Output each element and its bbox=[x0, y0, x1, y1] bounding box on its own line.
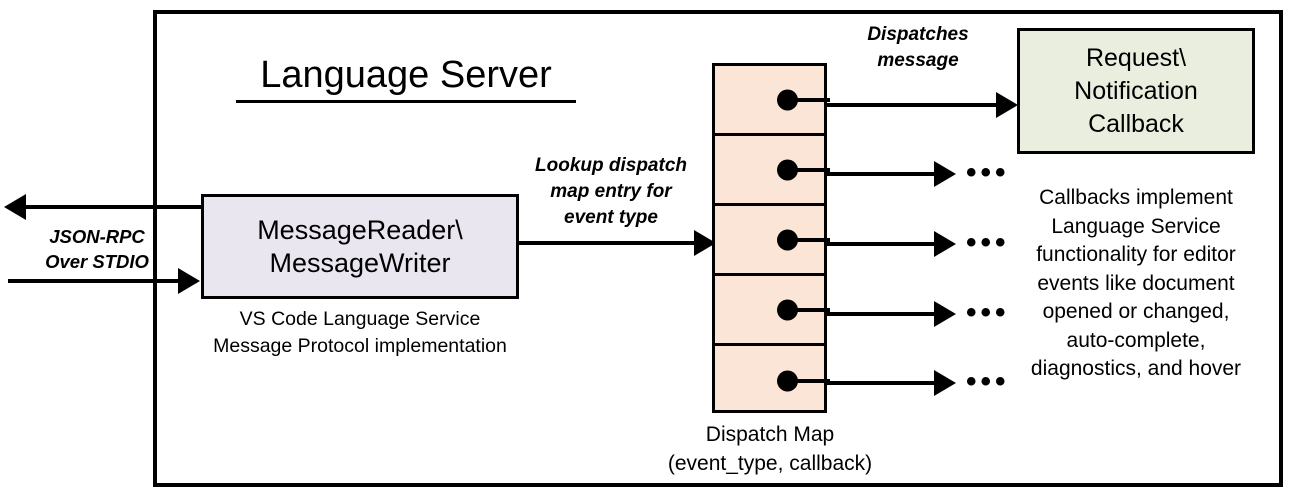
lookup-dispatch-label: Lookup dispatch map entry for event type bbox=[516, 153, 706, 231]
dispatch-map-caption-line1: Dispatch Map bbox=[705, 423, 835, 446]
dispatch-line-3 bbox=[827, 242, 937, 246]
dispatches-label-line2: message bbox=[877, 50, 959, 71]
json-rpc-label-line1: JSON-RPC bbox=[49, 226, 145, 247]
dispatch-arrow-head-4 bbox=[934, 301, 956, 327]
dispatch-map-caption-line2: (event_type, callback) bbox=[667, 452, 873, 475]
callback-caption-line6: auto-complete, bbox=[1066, 328, 1206, 352]
lookup-label-line2: map entry for bbox=[550, 181, 672, 202]
message-box-caption: VS Code Language Service Message Protoco… bbox=[201, 306, 519, 360]
dispatch-map-caption: Dispatch Map (event_type, callback) bbox=[645, 420, 895, 478]
page-title: Language Server bbox=[236, 52, 576, 103]
ellipsis-5: ••• bbox=[966, 365, 1010, 398]
callback-dot-stem bbox=[792, 167, 830, 172]
dispatch-arrow-head-2 bbox=[934, 161, 956, 187]
message-box-line1: MessageReader\ bbox=[257, 214, 463, 245]
dispatch-map-cell[interactable] bbox=[715, 206, 830, 276]
callback-description: Callbacks implement Language Service fun… bbox=[1007, 184, 1265, 384]
dispatch-arrow-head-5 bbox=[934, 370, 956, 396]
dispatch-map-cell[interactable] bbox=[715, 346, 830, 416]
json-rpc-label: JSON-RPC Over STDIO bbox=[22, 224, 172, 274]
callback-box-line1: Request\ bbox=[1085, 43, 1187, 72]
inbound-line bbox=[8, 279, 180, 283]
callback-dot-icon bbox=[777, 229, 798, 250]
callback-box-line3: Callback bbox=[1088, 109, 1184, 138]
callback-dot-stem bbox=[792, 307, 830, 312]
callback-caption-line7: diagnostics, and hover bbox=[1030, 357, 1242, 380]
dispatch-map-cell[interactable] bbox=[715, 136, 830, 206]
inbound-arrow-head bbox=[178, 268, 200, 294]
dispatch-line-5 bbox=[827, 381, 937, 385]
dispatch-line-1 bbox=[827, 103, 999, 107]
request-notification-callback-box[interactable]: Request\ Notification Callback bbox=[1017, 28, 1255, 154]
lookup-line bbox=[518, 241, 714, 245]
dispatch-map-cell[interactable] bbox=[715, 276, 830, 346]
callback-dot-stem bbox=[792, 237, 830, 242]
callback-dot-stem bbox=[792, 379, 830, 383]
message-box-caption-line1: VS Code Language Service bbox=[239, 308, 481, 330]
callback-box-line2: Notification bbox=[1074, 76, 1198, 105]
callback-dot-icon bbox=[777, 370, 798, 392]
callback-caption-line1: Callbacks implement bbox=[1039, 186, 1233, 209]
ellipsis-2: ••• bbox=[966, 156, 1010, 189]
json-rpc-label-line2: Over STDIO bbox=[45, 251, 149, 272]
lookup-arrow-head bbox=[694, 230, 716, 256]
lookup-label-line1: Lookup dispatch bbox=[535, 155, 687, 176]
dispatches-label-line1: Dispatches bbox=[867, 24, 969, 45]
callback-caption-line3: functionality for editor bbox=[1036, 243, 1236, 266]
dispatch-map-cell[interactable] bbox=[715, 66, 830, 136]
message-reader-writer-box[interactable]: MessageReader\ MessageWriter bbox=[201, 194, 519, 299]
outbound-arrow-head bbox=[4, 194, 26, 220]
ellipsis-4: ••• bbox=[966, 296, 1010, 329]
lookup-label-line3: event type bbox=[564, 207, 658, 228]
dispatch-arrow-head-3 bbox=[934, 231, 956, 257]
language-server-boundary bbox=[153, 10, 1283, 487]
callback-caption-line2: Language Service bbox=[1051, 214, 1221, 238]
message-box-line2: MessageWriter bbox=[269, 247, 451, 278]
callback-dot-icon bbox=[777, 299, 798, 320]
dispatch-map[interactable] bbox=[712, 63, 830, 416]
dispatch-line-2 bbox=[827, 172, 937, 176]
dispatches-message-label: Dispatches message bbox=[828, 22, 1008, 74]
callback-caption-line5: opened or changed, bbox=[1042, 300, 1230, 323]
outbound-line bbox=[24, 205, 204, 209]
callback-dot-icon bbox=[777, 89, 798, 110]
dispatch-line-4 bbox=[827, 312, 937, 316]
callback-dot-stem bbox=[792, 97, 830, 102]
ellipsis-3: ••• bbox=[966, 226, 1010, 259]
message-box-caption-line2: Message Protocol implementation bbox=[213, 335, 507, 357]
dispatch-arrow-head-1 bbox=[996, 92, 1018, 118]
callback-caption-line4: events like document bbox=[1037, 271, 1235, 295]
callback-dot-icon bbox=[777, 159, 798, 180]
